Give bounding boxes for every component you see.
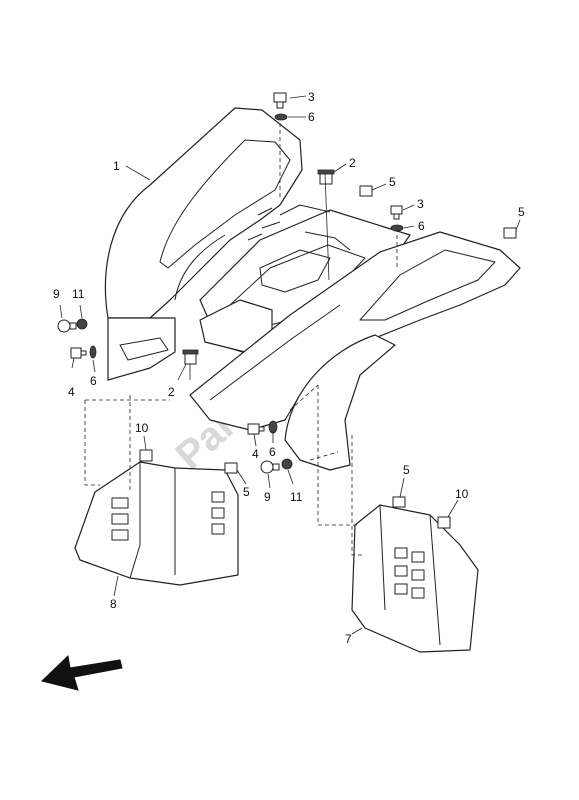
callout-6: 6 [308,110,315,124]
washer-icon [268,420,278,434]
rear-fender [104,107,521,471]
clip-nut-icon [224,462,238,474]
callout-4: 4 [252,447,259,461]
leader-lines [59,95,521,635]
callout-6: 6 [90,374,97,388]
vent-slot [394,565,408,577]
callout-10: 10 [455,487,469,501]
clip-nut-icon [503,227,517,239]
callout-2: 2 [168,385,175,399]
callout-3: 3 [417,197,424,211]
callouts: 1 2 2 3 3 4 4 5 5 5 5 6 6 6 6 7 8 9 9 10… [53,90,525,646]
clip-nut-icon [437,516,451,529]
washer-icon [89,345,97,359]
callout-9: 9 [264,490,271,504]
vent-slot [411,569,425,581]
callout-10: 10 [135,421,149,435]
callout-3: 3 [308,90,315,104]
assembly-lines [84,116,398,556]
clip-nut-icon [139,449,153,462]
callout-5: 5 [518,205,525,219]
callout-5: 5 [389,175,396,189]
bolt-icon [70,347,87,359]
left-mud-guard [74,461,239,586]
callout-5: 5 [243,485,250,499]
vent-slot [411,587,425,599]
callout-6: 6 [269,445,276,459]
callout-11: 11 [290,490,303,504]
washer-icon [390,224,404,232]
right-mud-guard [351,504,479,653]
vent-slot [211,523,225,535]
collar-icon [182,349,199,365]
vent-slot [111,513,129,525]
callout-5: 5 [403,463,410,477]
clip-nut-icon [392,496,406,508]
vent-slot [394,583,408,595]
collar-icon [317,169,335,185]
washer-icon [274,113,288,121]
bolt-icon [273,92,287,109]
vent-slot [111,529,129,541]
vent-slot [211,507,225,519]
vent-slot [211,491,225,503]
callout-1: 1 [113,159,120,173]
vent-slot [411,551,425,563]
grommet-icon [281,458,293,470]
callout-4: 4 [68,385,75,399]
callout-9: 9 [53,287,60,301]
clip-nut-icon [359,185,373,197]
bolt-icon [247,423,265,435]
callout-7: 7 [345,632,352,646]
callout-11: 11 [72,287,85,301]
bolt-icon [390,205,403,220]
bolt-icon [260,460,280,474]
callout-2: 2 [349,156,356,170]
bolt-icon [57,319,77,333]
grommet-icon [76,318,88,330]
callout-6: 6 [418,219,425,233]
callout-8: 8 [110,597,117,611]
hardware [57,92,517,529]
vent-slot [394,547,408,559]
front-direction-arrow-icon [41,654,123,691]
vent-slot [111,497,129,509]
